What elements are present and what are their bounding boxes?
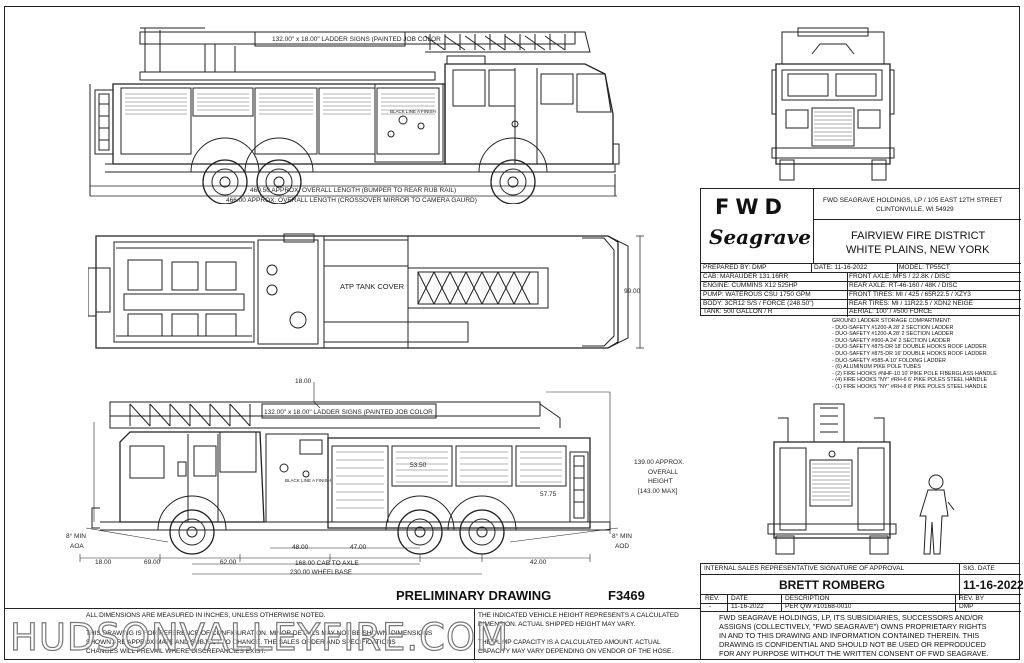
note-mid-1: THE INDICATED VEHICLE HEIGHT REPRESENTS … — [478, 612, 679, 619]
rev-date-value: 11-16-2022 — [731, 603, 764, 610]
legal-2: ASSIGNS (COLLECTIVELY, "FWD SEAGRAVE") O… — [719, 622, 987, 631]
ladder-item: - DUO-SAFETY #1200-A 28' 2 SECTION LADDE… — [832, 324, 954, 331]
aoa-1: 8° MIN — [66, 533, 86, 540]
dim-18: 18.00 — [95, 559, 112, 566]
company-address-2: CLINTONVILLE, WI 54929 — [876, 206, 954, 213]
note-left-2: THIS DRAWING IS FOR REFERENCE OF CONFIGU… — [86, 630, 433, 637]
ladder-item: - (2) FIRE HOOKS #NHF-10 10' PIKE POLE F… — [832, 370, 997, 377]
front-view — [771, 27, 895, 181]
rear-view — [767, 403, 955, 555]
overall-length-2: 466.00 APPROX. OVERALL LENGTH (CROSSOVER… — [226, 197, 477, 204]
height-dim-2: OVERALL — [648, 469, 678, 476]
overall-length-1: 460.50 APPROX. OVERALL LENGTH (BUMPER TO… — [250, 187, 457, 194]
dim-69: 69.00 — [144, 559, 161, 566]
aod-1: 8° MIN — [612, 533, 632, 540]
rev-by-value: DMP — [959, 603, 974, 610]
dim-62: 62.00 — [220, 559, 237, 566]
title-block: FWD Seagrave FWD SEAGRAVE HOLDINGS, LP /… — [700, 188, 1021, 317]
ladder-heading: GROUND LADDER STORAGE COMPARTMENT: — [832, 318, 952, 324]
rev-value: - — [709, 603, 712, 610]
ladder-item: - (1) FIRE HOOKS "NY" #RH-8 8' PIKE POLE… — [832, 383, 988, 390]
ladder-storage-list: GROUND LADDER STORAGE COMPARTMENT: - DUO… — [832, 318, 997, 391]
spec-right-0: FRONT AXLE: MFS / 22.8K / DISC — [849, 273, 951, 280]
rev-desc-value: PER QW #10168-0010 — [785, 603, 852, 610]
sig-date-heading: SIG. DATE — [963, 565, 995, 572]
height-dim-1: 139.00 APPROX. — [634, 459, 685, 466]
note-mid-4: CAPACITY MAY VARY DEPENDING ON VENDOR OF… — [478, 648, 674, 655]
sig-name: BRETT ROMBERG — [779, 578, 885, 592]
rev-by-header: REV. BY — [959, 595, 985, 602]
aoa-2: AOA — [70, 543, 84, 550]
ladder-signs-label-top: 132.00" x 18.00" LADDER SIGNS (PAINTED J… — [272, 36, 441, 43]
spec-right-1: REAR AXLE: RT-46-160 / 48K / DISC — [849, 282, 958, 289]
legal-3: IN AND TO THIS DRAWING AND INFORMATION C… — [719, 631, 980, 640]
cab-to-axle: 168.00 CAB TO AXLE — [295, 560, 359, 567]
spec-left-3: BODY: 3CR12 S/S / FORCE (248.50") — [703, 300, 814, 307]
note-left-4: CHANGES WILL PREVAIL WHERE DISCREPANCIES… — [86, 648, 266, 655]
ladder-item: - DUO-SAFETY #585-A 10' FOLDING LADDER — [832, 357, 946, 364]
seagrave-logo: Seagrave — [709, 225, 811, 249]
body-label-2: BLACK LINE A FINISH — [390, 109, 436, 114]
side-elevation-top — [89, 27, 620, 204]
height-dim-3: HEIGHT — [648, 478, 673, 485]
ladder-item: - (4) FIRE HOOKS "NY" #RH-6 6' PIKE POLE… — [832, 377, 988, 384]
note-left-3: SHOWN ARE APPROXIMATE AND SUBJECT TO CHA… — [86, 639, 396, 646]
rev-desc-header: DESCRIPTION — [785, 595, 830, 602]
legal-5: FOR ANY PURPOSE WITHOUT THE WRITTEN CONS… — [719, 649, 989, 658]
dim-48: 48.00 — [292, 544, 309, 551]
spec-left-1: ENGINE: CUMMINS X12 525HP — [703, 282, 798, 289]
legal-4: DRAWING IS CONFIDENTIAL AND SHOULD NOT B… — [719, 640, 986, 649]
legal-1: FWD SEAGRAVE HOLDINGS, LP, ITS SUBSIDIAR… — [719, 613, 984, 622]
sig-heading: INTERNAL SALES REPRESENTATIVE SIGNATURE … — [704, 565, 905, 572]
model: MODEL: TP55CT — [899, 264, 950, 271]
spec-right-4: AERIAL: 100' / #500 FORCE — [849, 308, 933, 315]
body-label-1: BLACK LINE A FINISH — [285, 478, 331, 483]
customer-name: FAIRVIEW FIRE DISTRICT — [851, 230, 986, 242]
date: DATE: 11-16-2022 — [814, 264, 868, 271]
plan-view — [88, 233, 644, 349]
spec-left-2: PUMP: WATEROUS CSU 1750 GPM — [703, 291, 811, 298]
dim-42: 42.00 — [530, 559, 547, 566]
ladder-width-dim: 18.00 — [295, 378, 312, 385]
tank-cover-label: ATP TANK COVER — [340, 282, 405, 291]
side-elevation-bottom — [79, 382, 619, 575]
signature-block: INTERNAL SALES REPRESENTATIVE SIGNATURE … — [700, 563, 1024, 660]
height-dim-4: [143.00 MAX] — [638, 488, 678, 495]
rev-header: REV. — [705, 595, 720, 602]
drawing-number: F3469 — [608, 588, 645, 603]
spec-right-3: REAR TIRES: MI / 11R22.5 / XDN2 NEIGE — [849, 300, 974, 307]
spec-left-4: TANK: 500 GALLON / R — [703, 308, 773, 315]
note-mid-3: THE PUMP CAPACITY IS A CALCULATED AMOUNT… — [478, 639, 661, 646]
customer-location: WHITE PLAINS, NEW YORK — [846, 244, 990, 256]
wheelbase: 230.00 WHEELBASE — [290, 569, 353, 576]
ladder-item: - DUO-SAFETY #875-DR 16' DOUBLE HOOKS RO… — [832, 350, 987, 357]
note-left-1: ALL DIMENSIONS ARE MEASURED IN INCHES, U… — [86, 612, 326, 619]
drawing-frame — [4, 6, 1020, 660]
company-address-1: FWD SEAGRAVE HOLDINGS, LP / 105 EAST 12T… — [823, 197, 1003, 204]
ladder-item: - DUO-SAFETY #900-A 24' 2 SECTION LADDER — [832, 337, 951, 344]
sig-date: 11-16-2022 — [963, 578, 1024, 592]
aod-2: AOD — [615, 543, 630, 550]
spec-right-2: FRONT TIRES: MI / 425 / 65R22.5 / XZY3 — [849, 291, 971, 298]
rev-date-header: DATE — [731, 595, 748, 602]
ladder-signs-label-side: 132.00" x 18.00" LADDER SIGNS (PAINTED J… — [264, 409, 433, 416]
fwd-logo: FWD — [715, 195, 788, 219]
prepared-by: PREPARED BY: DMP — [703, 264, 767, 271]
spec-left-0: CAB: MARAUDER 131.16RR — [703, 273, 789, 280]
ladder-item: - DUO-SAFETY #875-DR 18' DOUBLE HOOKS RO… — [832, 344, 987, 351]
ladder-item: - (6) ALUMINUM PIKE POLE TUBES — [832, 364, 921, 371]
preliminary-label: PRELIMINARY DRAWING — [396, 588, 552, 603]
dim-57-75: 57.75 — [540, 491, 557, 498]
ladder-item: - DUO-SAFETY #1200-A 28' 2 SECTION LADDE… — [832, 331, 954, 338]
width-dim: 99.00 — [624, 288, 641, 295]
note-mid-2: DIMENSION. ACTUAL SHIPPED HEIGHT MAY VAR… — [478, 621, 636, 628]
dim-53-50: 53.50 — [410, 462, 427, 469]
watermark: HUDSONVALLEYFIRE.COM — [9, 615, 510, 659]
dim-47: 47.00 — [350, 544, 367, 551]
